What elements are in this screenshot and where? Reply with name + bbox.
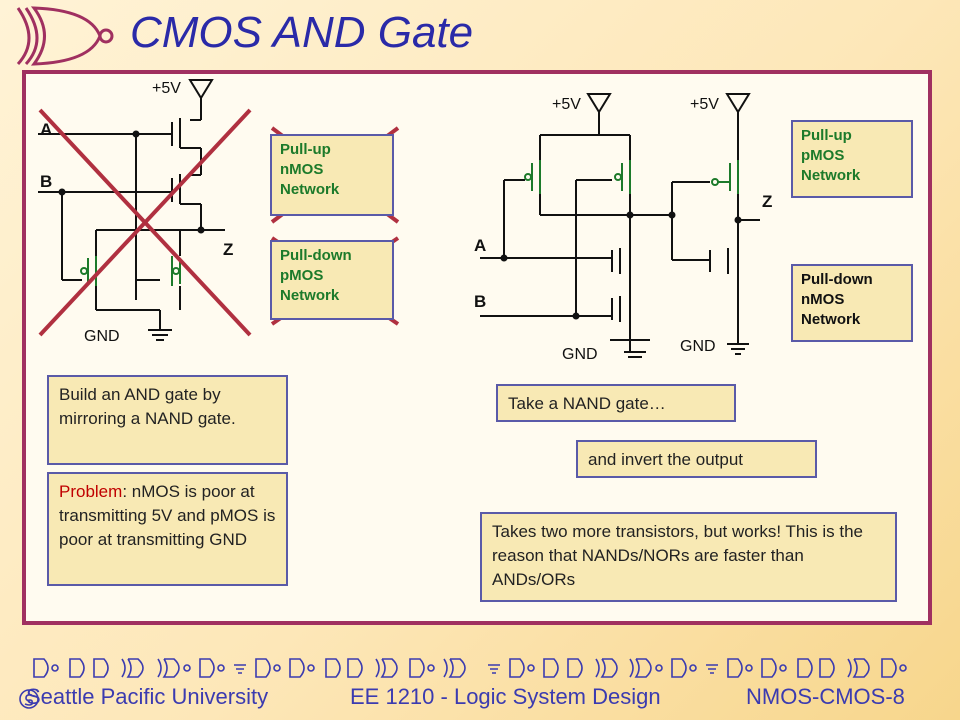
footer-university: Seattle Pacific University: [26, 684, 269, 709]
right-ground-label-2: GND: [680, 338, 716, 355]
problem-text: : nMOS is poor at transmitting 5V and pM…: [59, 482, 276, 549]
left-input-b: B: [40, 172, 53, 191]
left-pulldown-line-3: Network: [280, 287, 340, 304]
right-nmos: [611, 248, 739, 322]
left-pullup-line-3: Network: [280, 181, 340, 198]
left-input-a: A: [40, 120, 53, 139]
left-pulldown-pmos: [80, 256, 181, 286]
build-note: Build an AND gate by mirroring a NAND ga…: [47, 375, 288, 465]
footer: Seattle Pacific University EE 1210 - Log…: [0, 684, 960, 714]
left-pulldown-line-1: Pull-down: [280, 247, 352, 264]
right-pmos: [524, 160, 739, 194]
right-pulldown-line-1: Pull-down: [801, 271, 873, 288]
left-pullup-line-2: nMOS: [280, 161, 324, 178]
right-pullup-line-3: Network: [801, 167, 861, 184]
left-ground-label: GND: [84, 328, 120, 345]
left-pullup-line-1: Pull-up: [280, 141, 331, 158]
left-supply-label: +5V: [152, 80, 181, 97]
right-ground-label-1: GND: [562, 346, 598, 363]
right-pulldown-line-2: nMOS: [801, 291, 845, 308]
left-cross: [38, 108, 252, 337]
summary-note: Takes two more transistors, but works! T…: [480, 512, 897, 602]
right-input-b: B: [474, 292, 487, 311]
left-circuit: [38, 79, 225, 300]
right-output-z: Z: [762, 192, 773, 211]
right-circuit: [480, 93, 760, 358]
invert-note: and invert the output: [576, 440, 817, 478]
slide-title: CMOS AND Gate: [130, 8, 474, 57]
right-input-a: A: [474, 236, 487, 255]
right-supply-label-1: +5V: [552, 96, 581, 113]
right-pulldown-box: Pull-down nMOS Network: [791, 264, 913, 342]
left-output-z: Z: [223, 240, 234, 259]
footer-course: EE 1210 - Logic System Design: [350, 684, 661, 709]
left-pulldown-line-2: pMOS: [280, 267, 324, 284]
left-pullup-box: Pull-up nMOS Network: [270, 134, 394, 216]
right-pulldown-line-3: Network: [801, 311, 861, 328]
problem-note: Problem: nMOS is poor at transmitting 5V…: [47, 472, 288, 586]
right-pullup-line-2: pMOS: [801, 147, 845, 164]
footer-gate-decoration: [33, 658, 907, 678]
right-pullup-box: Pull-up pMOS Network: [791, 120, 913, 198]
university-logo-icon: [19, 689, 39, 709]
right-supply-label-2: +5V: [690, 96, 719, 113]
footer-slide-id: NMOS-CMOS-8: [746, 684, 905, 709]
problem-label: Problem: [59, 482, 123, 501]
right-pullup-line-1: Pull-up: [801, 127, 852, 144]
gate-logo: [16, 6, 114, 66]
left-pulldown-box: Pull-down pMOS Network: [270, 240, 394, 320]
nand-note: Take a NAND gate…: [496, 384, 736, 422]
